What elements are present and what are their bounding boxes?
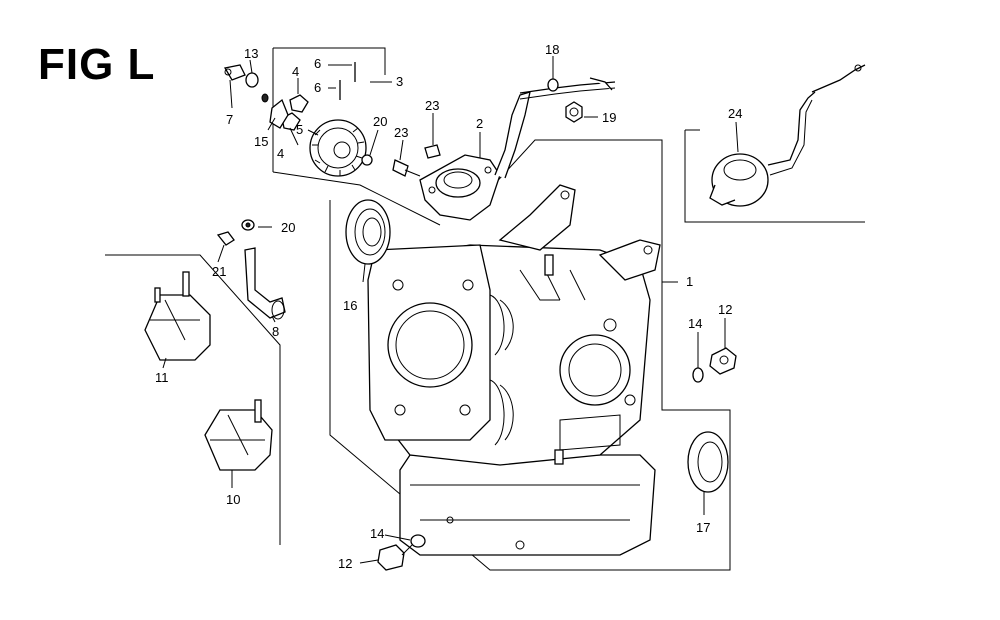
pins-part-6[interactable] xyxy=(339,62,356,100)
bolt-part-23-b[interactable] xyxy=(392,159,421,177)
governor-gear-part-5[interactable] xyxy=(309,119,367,177)
callout-20-lower: 20 xyxy=(281,220,295,235)
nut-part-19[interactable] xyxy=(565,101,583,123)
callout-8: 8 xyxy=(272,324,279,339)
callout-24: 24 xyxy=(728,106,742,121)
engine-mount-part-10[interactable] xyxy=(204,399,273,471)
callout-4-upper: 4 xyxy=(292,64,299,79)
breather-tube-part-8[interactable] xyxy=(244,247,286,320)
holder-part-15[interactable] xyxy=(269,98,289,129)
oil-pump-housing-part-2[interactable] xyxy=(419,81,616,221)
callout-12-right: 12 xyxy=(718,302,732,317)
callout-12-bottom: 12 xyxy=(338,556,352,571)
callout-3: 3 xyxy=(396,74,403,89)
callout-7: 7 xyxy=(226,112,233,127)
callout-labels: 1 2 3 4 4 5 6 6 7 8 10 11 12 12 13 14 14… xyxy=(155,42,742,571)
washer-part-20-a[interactable] xyxy=(361,154,373,166)
callout-11: 11 xyxy=(155,370,169,385)
bolt-part-23-a[interactable] xyxy=(424,144,441,159)
bolt-part-12-bottom[interactable] xyxy=(377,544,413,571)
callout-17: 17 xyxy=(696,520,710,535)
callout-19: 19 xyxy=(602,110,616,125)
callout-23-lower: 23 xyxy=(394,125,408,140)
bolt-part-12-right[interactable] xyxy=(709,347,737,375)
callout-23-upper: 23 xyxy=(425,98,439,113)
figure-title: FIG L xyxy=(38,40,156,89)
engine-mount-part-11[interactable] xyxy=(144,271,211,361)
callout-16: 16 xyxy=(343,298,357,313)
callout-14-right: 14 xyxy=(688,316,702,331)
crankcase-part-1[interactable] xyxy=(367,184,661,556)
callout-1: 1 xyxy=(686,274,693,289)
washer-part-20-b[interactable] xyxy=(241,219,255,231)
callout-15: 15 xyxy=(254,134,268,149)
callout-10: 10 xyxy=(226,492,240,507)
washer-part-14-bottom[interactable] xyxy=(410,534,426,548)
callout-20-upper: 20 xyxy=(373,114,387,129)
callout-14-bottom: 14 xyxy=(370,526,384,541)
washer-part-13[interactable] xyxy=(245,72,269,103)
oil-seal-part-17[interactable] xyxy=(687,431,729,493)
bearing-part-16[interactable] xyxy=(345,199,391,265)
leader-lines xyxy=(162,56,739,564)
callout-6-lower: 6 xyxy=(314,80,321,95)
washer-part-14-right[interactable] xyxy=(692,367,704,383)
callout-4-lower: 4 xyxy=(277,146,284,161)
callout-21: 21 xyxy=(212,264,226,279)
callout-13: 13 xyxy=(244,46,258,61)
callout-18: 18 xyxy=(545,42,559,57)
callout-5: 5 xyxy=(296,122,303,137)
callout-6-upper: 6 xyxy=(314,56,321,71)
clip-part-21[interactable] xyxy=(216,231,235,246)
callout-2: 2 xyxy=(476,116,483,131)
oil-sensor-part-24[interactable] xyxy=(709,64,866,207)
bolt-part-7[interactable] xyxy=(223,64,246,81)
